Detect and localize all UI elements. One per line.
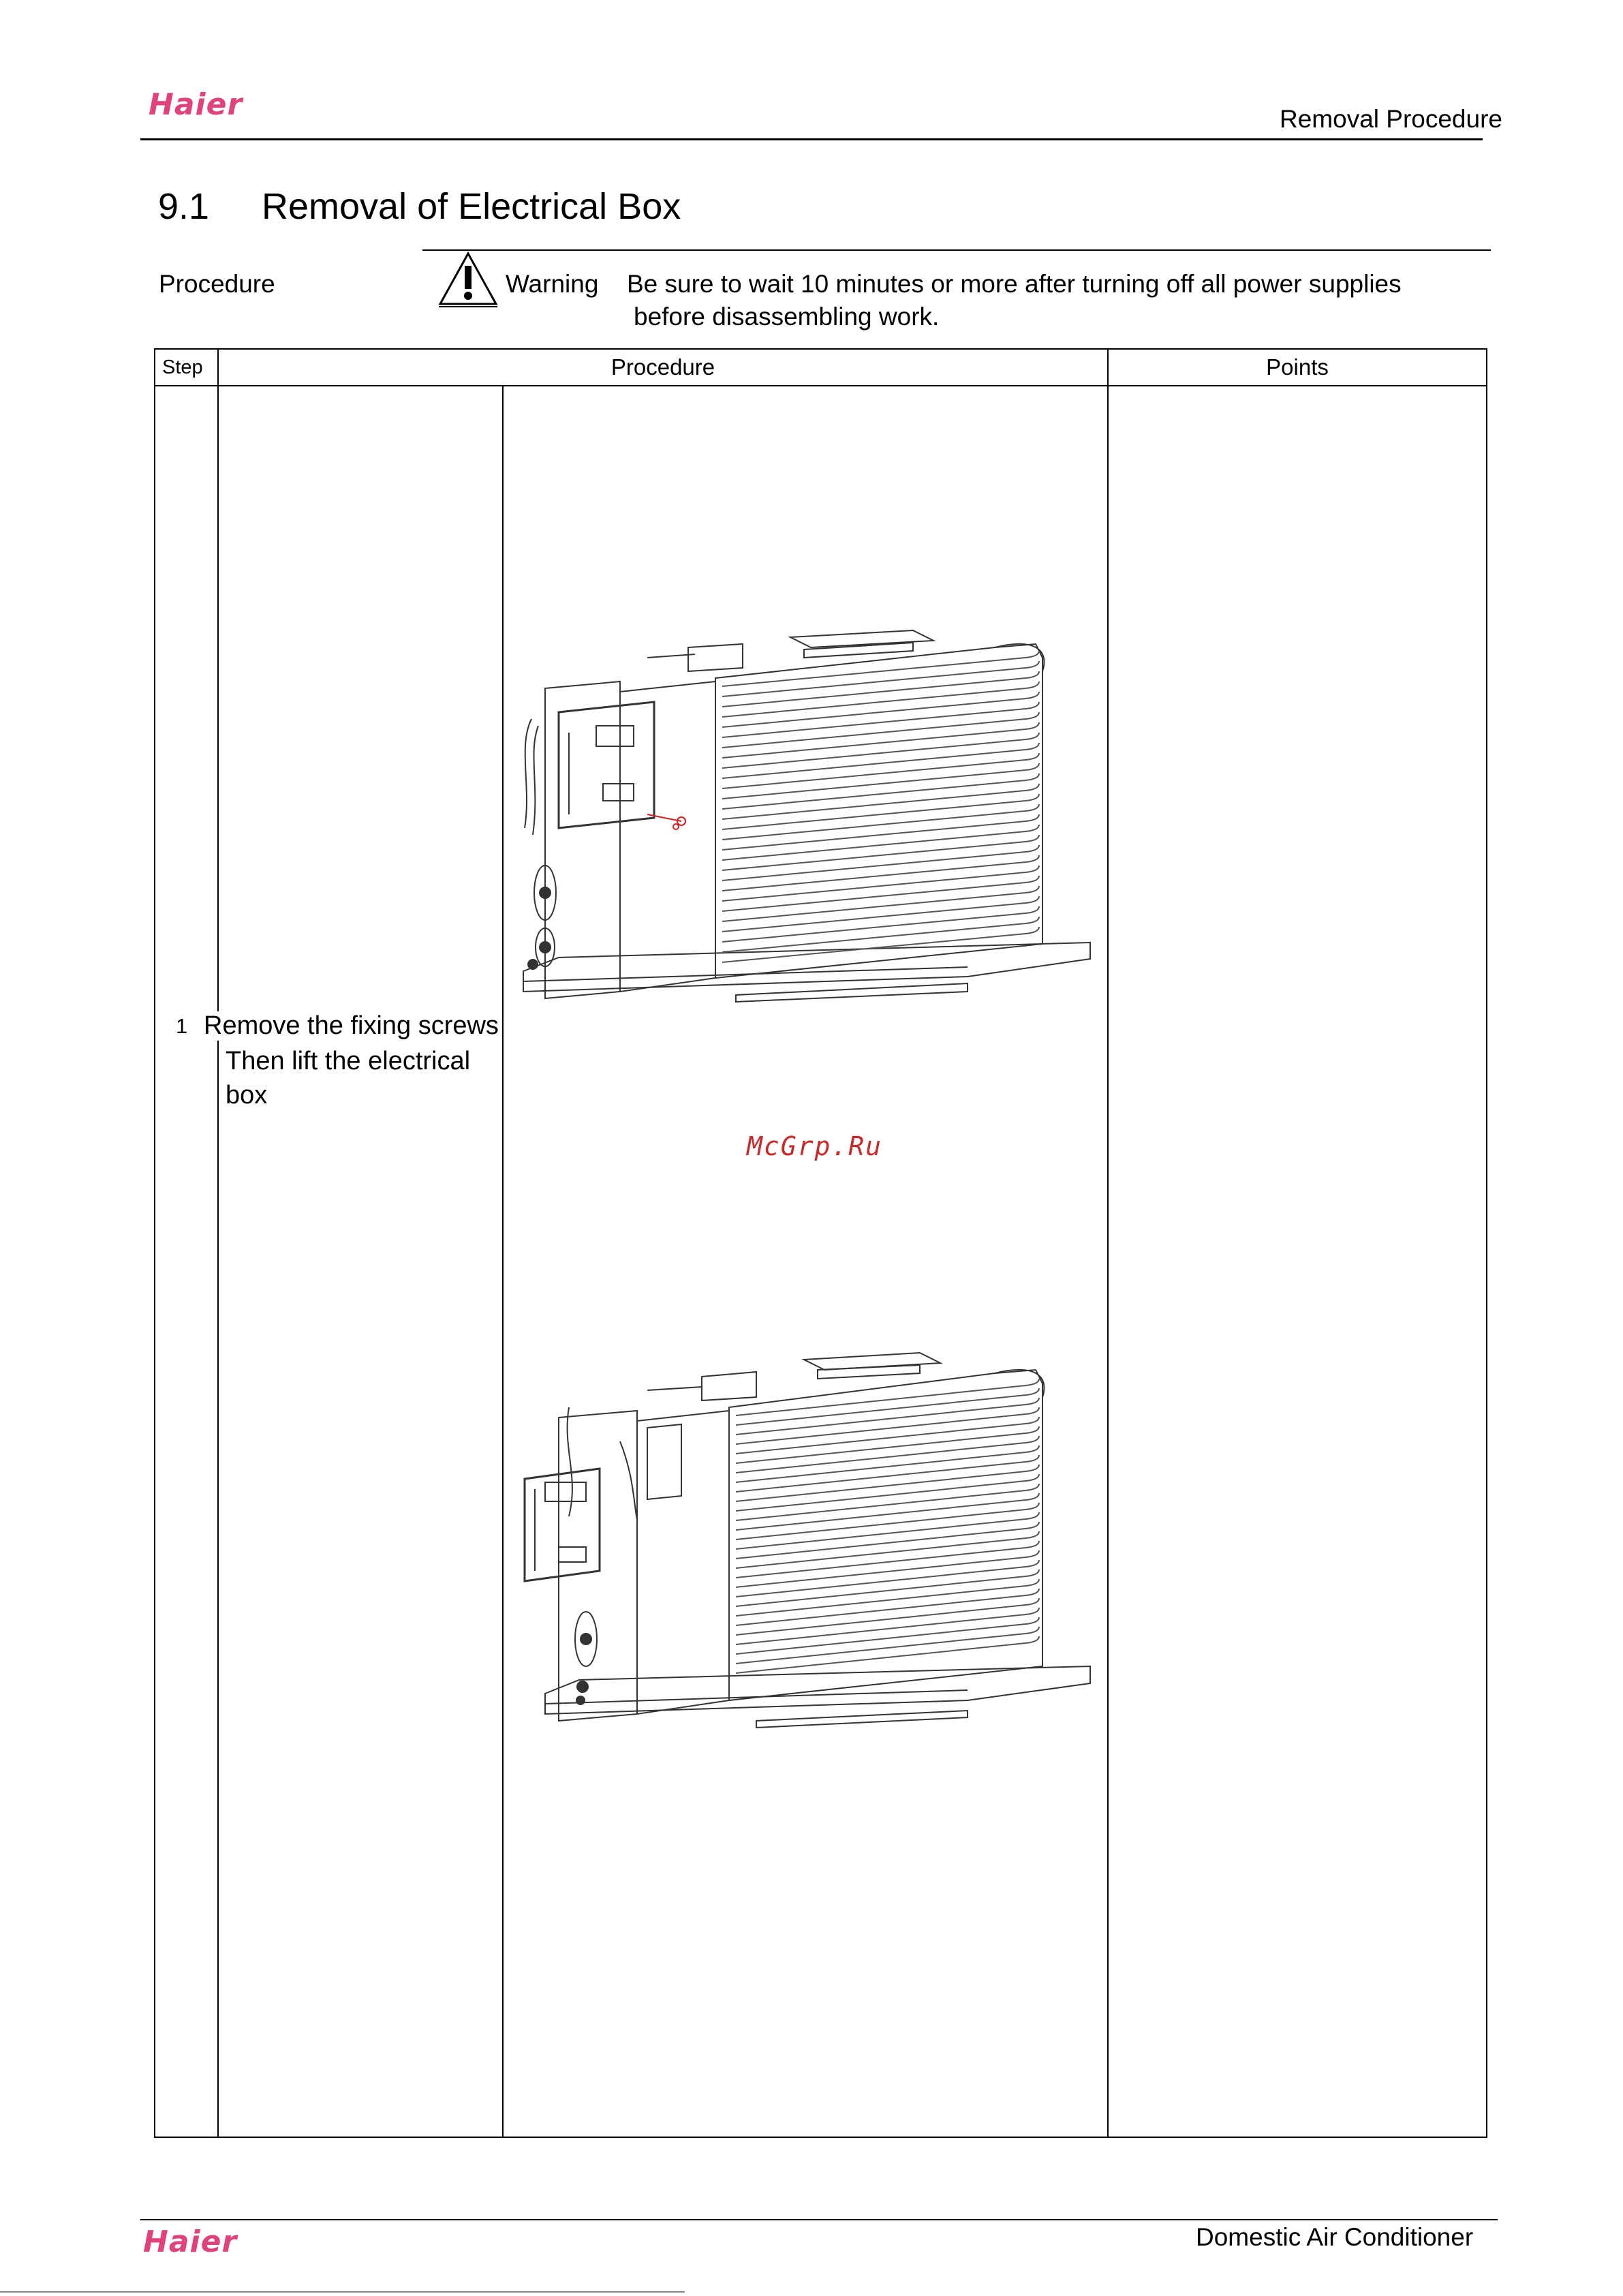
column-header-procedure: Procedure	[218, 349, 1108, 386]
footer-haier-logo: Haier	[143, 2224, 237, 2259]
warning-icon	[437, 251, 499, 308]
points-cell	[1108, 386, 1487, 2137]
procedure-text-cell	[218, 386, 503, 2137]
step-instruction-line-2: Then lift the electrical	[226, 1047, 470, 1076]
coil-fin	[736, 1636, 1039, 1673]
procedure-label: Procedure	[159, 270, 275, 299]
footer-text: Domestic Air Conditioner	[1196, 2223, 1473, 2252]
step-instruction-line-3: box	[226, 1081, 267, 1110]
watermark-text: McGrp.Ru	[747, 1131, 882, 1161]
column-header-points: Points	[1108, 349, 1487, 386]
warning-label: Warning	[506, 270, 598, 299]
section-label: Removal Procedure	[1280, 105, 1502, 134]
haier-logo: Haier	[149, 87, 243, 122]
column-header-step: Step	[155, 349, 218, 386]
step-cell	[155, 386, 218, 2137]
section-number: 9.1	[158, 185, 209, 228]
warning-line-2: before disassembling work.	[634, 303, 939, 331]
bottom-scan-line	[0, 2291, 685, 2293]
page-title: Removal of Electrical Box	[262, 185, 681, 228]
electrical-box-installed-figure	[518, 610, 1097, 1032]
footer-rule	[140, 2219, 1498, 2220]
step-number: 1	[176, 1014, 187, 1039]
warning-line-1: Be sure to wait 10 minutes or more after…	[627, 270, 1402, 299]
step-instruction-line-1: Remove the fixing screws	[204, 1011, 500, 1041]
electrical-box-lifted-figure	[518, 1339, 1097, 1755]
coil-fin	[722, 927, 1039, 962]
header-rule	[140, 138, 1483, 140]
title-rule	[422, 249, 1491, 251]
